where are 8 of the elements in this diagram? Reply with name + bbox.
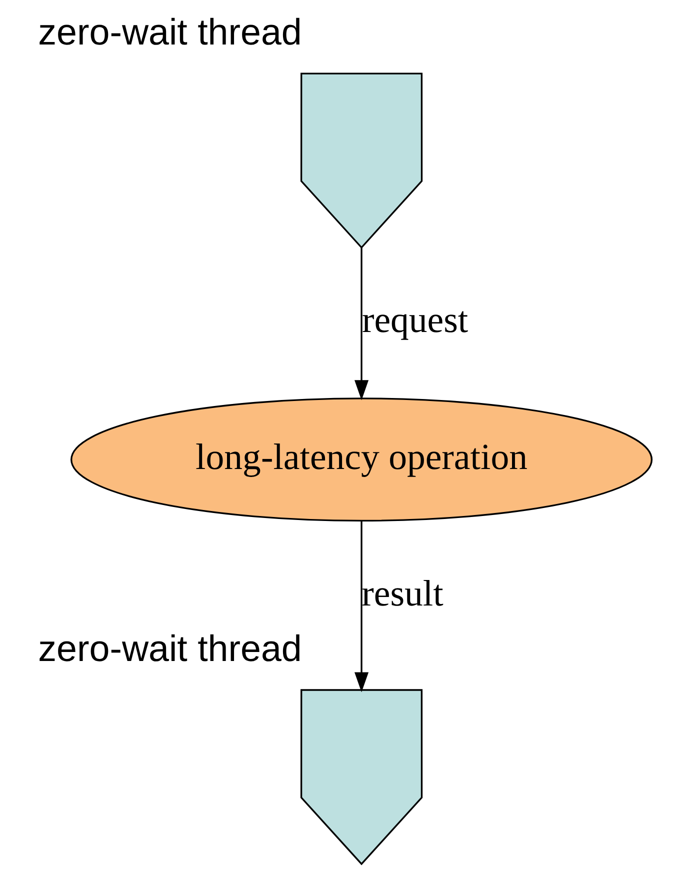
node-label: zero-wait thread <box>38 628 302 669</box>
node-arrow <box>300 72 423 249</box>
node-ellipse: long-latency operation <box>70 398 653 522</box>
arrow <box>354 521 369 692</box>
edge-label: request <box>362 299 468 340</box>
node-label: zero-wait thread <box>38 11 302 52</box>
node-arrow <box>300 689 423 866</box>
arrow <box>354 248 369 400</box>
